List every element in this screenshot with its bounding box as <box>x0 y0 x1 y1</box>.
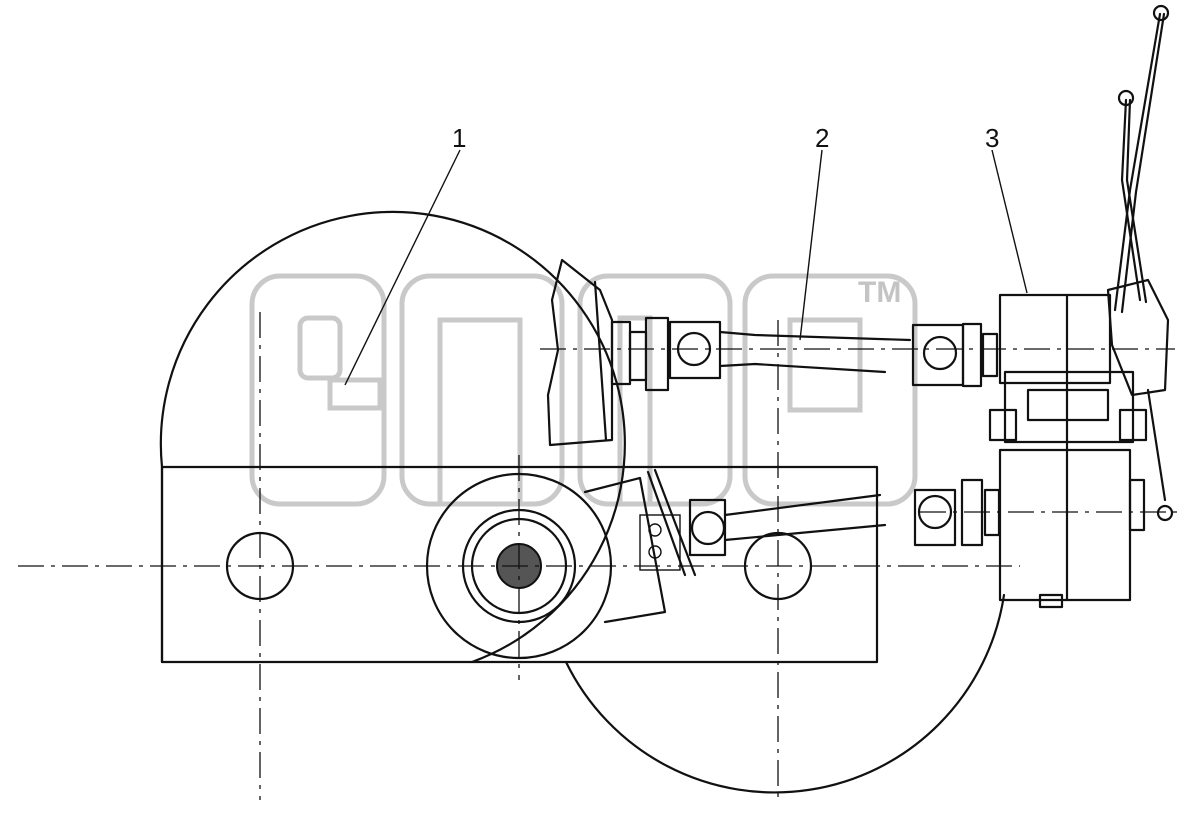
engine-housing <box>546 258 670 447</box>
watermark-logo: TM <box>249 273 918 507</box>
lower-drive-shaft <box>688 478 1001 557</box>
upper-drive-shaft <box>668 320 999 388</box>
axle-reducer <box>583 468 697 624</box>
control-levers <box>1106 4 1174 522</box>
wheel-right <box>564 593 1006 794</box>
callout-3: 3 <box>985 123 999 153</box>
callout-1: 1 <box>452 123 466 153</box>
center-lines <box>18 312 1180 800</box>
watermark-trademark: TM <box>858 276 901 309</box>
callout-2: 2 <box>815 123 829 153</box>
reverse-gearbox <box>988 293 1148 609</box>
leader-lines <box>344 149 1028 386</box>
